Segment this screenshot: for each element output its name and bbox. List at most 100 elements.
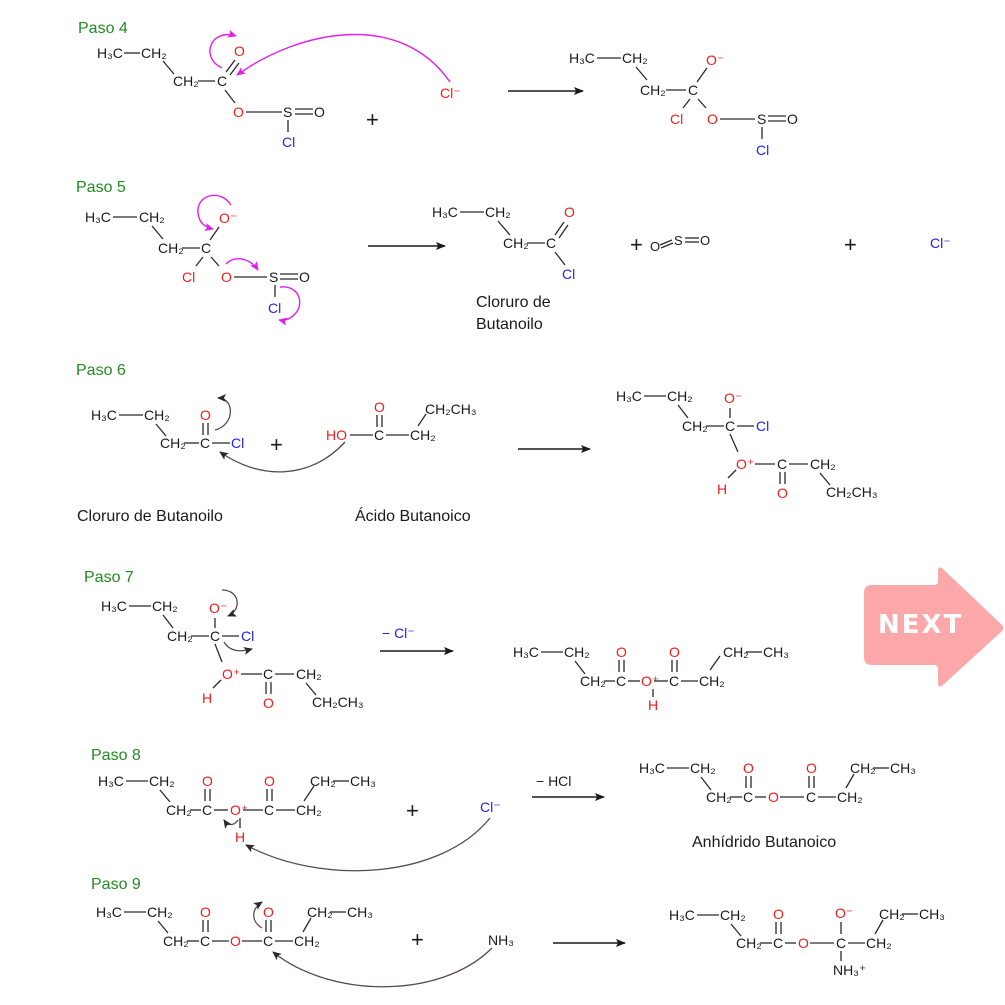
atom-ch2: CH₂ <box>503 235 529 251</box>
atom-h3c: H₃C <box>616 388 642 404</box>
atom-h: H <box>648 697 658 713</box>
atom-o: O <box>798 935 809 951</box>
tetrahedral-amide-intermediate: H₃C CH₂ CH₂ C O O C O⁻ NH₃⁺ CH₂ CH₂ CH₃ <box>669 905 945 978</box>
atom-h3c: H₃C <box>97 45 123 61</box>
atom-ch2: CH₂ <box>167 628 193 644</box>
atom-o: O <box>200 904 211 920</box>
atom-o: O <box>650 239 660 254</box>
atom-c: C <box>200 435 210 451</box>
atom-ch2: CH₂ <box>706 789 732 805</box>
atom-c: C <box>200 933 210 949</box>
plus-sign: + <box>411 927 424 952</box>
atom-h3c: H₃C <box>91 407 117 423</box>
protonated-anhydride: H₃C CH₂ CH₂ C O O⁺ H C O CH₂ CH₂ CH₃ <box>513 644 789 713</box>
atom-c: C <box>210 628 220 644</box>
atom-c: C <box>777 456 787 472</box>
compound-name: Ácido Butanoico <box>355 506 471 525</box>
step-7: Paso 7 H₃C CH₂ CH₂ C O⁻ Cl O⁺ H C O CH₂ <box>84 569 789 713</box>
atom-s: S <box>283 104 292 120</box>
arrow-right-icon <box>864 567 1004 687</box>
step-label: Paso 5 <box>76 179 126 196</box>
chloride-ion: Cl⁻ <box>480 799 501 815</box>
tetrahedral-intermediate: H₃C CH₂ CH₂ C O⁻ Cl O⁺ H C O CH₂ CH₂CH₃ <box>616 388 878 501</box>
atom-o: O <box>233 104 244 120</box>
step-label: Paso 7 <box>84 569 134 586</box>
atom-ch2ch3: CH₂CH₃ <box>826 484 878 500</box>
atom-c: C <box>688 82 698 98</box>
tetrahedral-intermediate: H₃C CH₂ CH₂ C O⁻ Cl O⁺ H C O CH₂ CH₂CH₃ <box>101 598 364 711</box>
atom-o: O <box>221 269 232 285</box>
atom-o: O <box>299 269 310 285</box>
atom-ch2: CH₂ <box>485 204 511 220</box>
next-label: NEXT <box>878 610 964 640</box>
atom-o-plus: O⁺ <box>641 673 659 689</box>
atom-ch2: CH₂ <box>139 209 165 225</box>
atom-o: O <box>314 104 325 120</box>
next-button[interactable]: NEXT <box>862 563 1005 691</box>
condition-label: − Cl⁻ <box>382 625 415 641</box>
atom-o: O <box>564 204 575 220</box>
atom-cl: Cl <box>670 111 683 127</box>
atom-ch2: CH₂ <box>699 673 725 689</box>
atom-ch2ch3: CH₂CH₃ <box>312 694 364 710</box>
atom-nh3-plus: NH₃⁺ <box>833 962 866 978</box>
atom-o: O <box>200 407 211 423</box>
atom-c: C <box>669 673 679 689</box>
atom-ch2: CH₂ <box>160 435 186 451</box>
plus-sign: + <box>270 432 283 457</box>
electron-arrow <box>245 817 491 872</box>
atom-ch3: CH₃ <box>890 760 916 776</box>
atom-h3c: H₃C <box>101 598 127 614</box>
compound-name: Cloruro de Butanoilo <box>77 508 223 525</box>
atom-h3c: H₃C <box>96 904 122 920</box>
atom-cl: Cl <box>562 266 575 282</box>
atom-c: C <box>201 240 211 256</box>
atom-s: S <box>674 233 683 248</box>
atom-o: O <box>768 789 779 805</box>
atom-o: O <box>700 233 710 248</box>
step-label: Paso 4 <box>78 20 128 37</box>
atom-c: C <box>546 235 556 251</box>
step-6: Paso 6 H₃C CH₂ CH₂ C O Cl + HO C O CH₂ <box>76 362 878 525</box>
atom-ch2: CH₂ <box>166 802 192 818</box>
atom-o: O <box>669 644 680 660</box>
atom-ch2: CH₂ <box>879 906 905 922</box>
atom-cl: Cl <box>756 418 769 434</box>
atom-ch2: CH₂ <box>622 50 648 66</box>
plus-sign: + <box>406 798 419 823</box>
atom-ch3: CH₃ <box>350 773 376 789</box>
atom-ch2: CH₂ <box>173 73 199 89</box>
atom-o-plus: O⁺ <box>230 802 248 818</box>
chlorosulfite-reactant: H₃C CH₂ CH₂ C O O S O Cl <box>97 43 325 150</box>
atom-c: C <box>263 933 273 949</box>
butanoic-anhydride: H₃C CH₂ CH₂ C O O C O CH₂ CH₂ CH₃ <box>96 904 373 949</box>
atom-ch2: CH₂ <box>158 240 184 256</box>
atom-cl: Cl <box>241 628 254 644</box>
atom-ch2: CH₂ <box>296 666 322 682</box>
compound-name-line2: Butanoilo <box>476 316 543 333</box>
atom-h3c: H₃C <box>569 50 595 66</box>
atom-o: O <box>743 760 754 776</box>
electron-arrow <box>223 641 253 655</box>
atom-o: O <box>806 760 817 776</box>
atom-ch2: CH₂ <box>294 933 320 949</box>
tetrahedral-intermediate: H₃C CH₂ CH₂ C O⁻ Cl O S O Cl <box>569 50 798 158</box>
atom-o: O <box>616 644 627 660</box>
atom-c: C <box>836 935 846 951</box>
atom-o: O <box>264 773 275 789</box>
atom-ho: HO <box>326 427 347 443</box>
atom-o: O <box>263 695 274 711</box>
atom-o-minus: O⁻ <box>209 600 227 616</box>
atom-c: C <box>743 789 753 805</box>
atom-ch2: CH₂ <box>141 45 167 61</box>
atom-o-minus: O⁻ <box>835 905 853 921</box>
atom-o-minus: O⁻ <box>219 210 237 226</box>
atom-ch3: CH₃ <box>347 904 373 920</box>
atom-cl: Cl <box>268 300 281 316</box>
atom-c: C <box>806 789 816 805</box>
step-9: Paso 9 H₃C CH₂ CH₂ C O O C O CH₂ CH₂ CH₃ <box>91 876 945 988</box>
atom-o-minus: O⁻ <box>724 390 742 406</box>
atom-h3c: H₃C <box>639 760 665 776</box>
atom-h3c: H₃C <box>513 644 539 660</box>
atom-ch3: CH₃ <box>919 906 945 922</box>
